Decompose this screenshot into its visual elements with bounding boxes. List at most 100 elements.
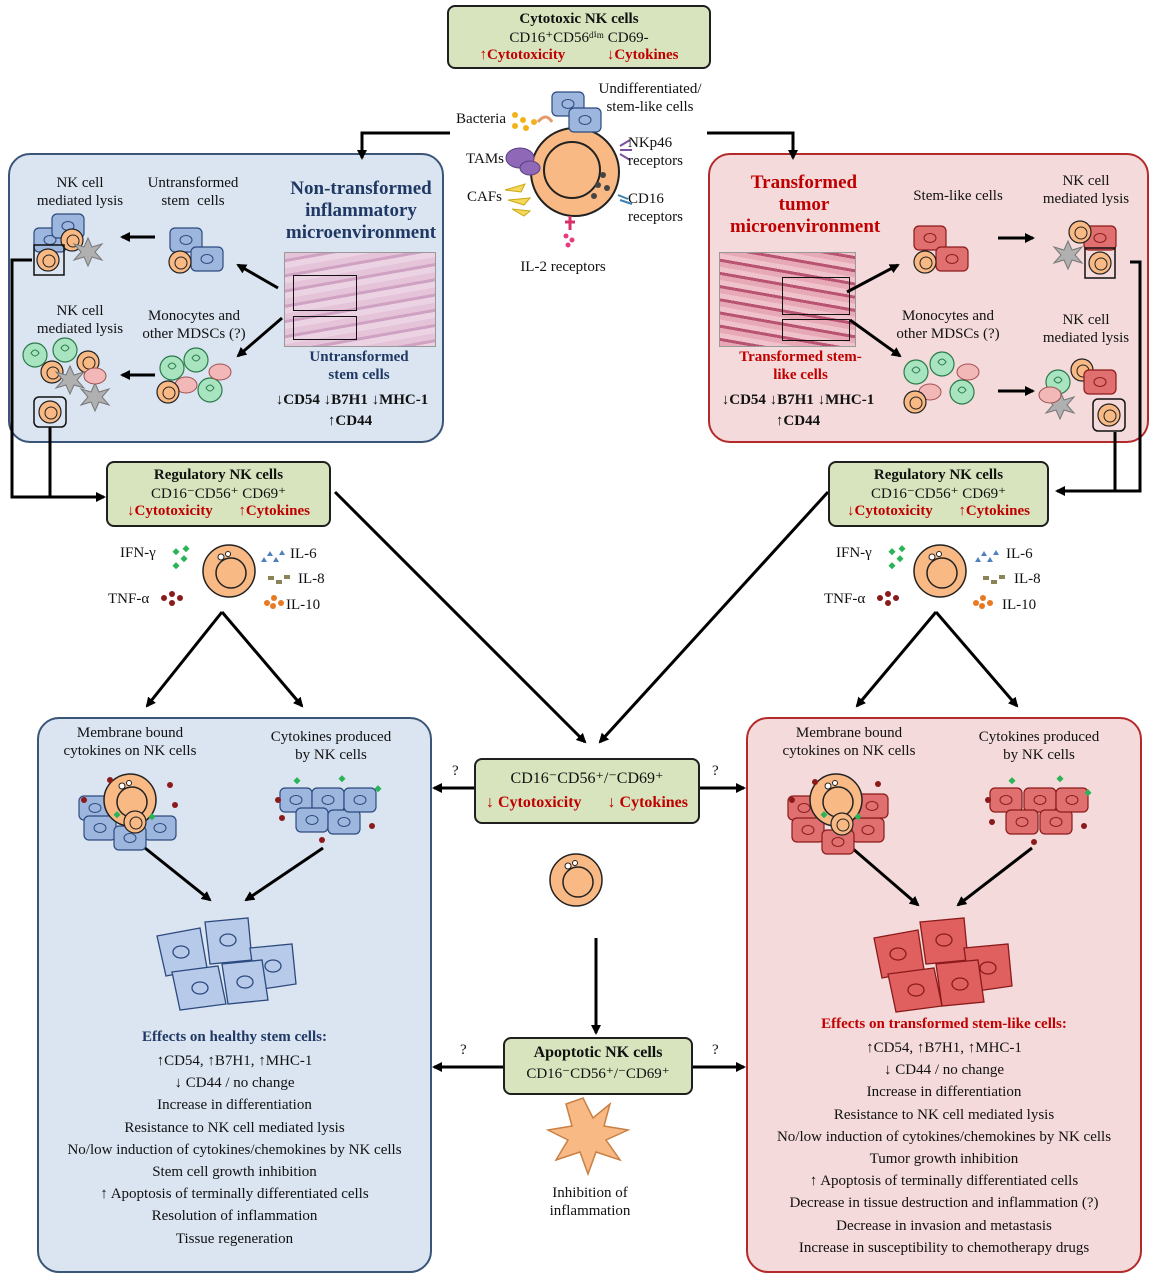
left-markers-line1: ↓CD54 ↓B7H1 ↓MHC-1 [275,392,429,408]
cafs-label: CAFs [466,189,502,205]
regulatory-left-markers: CD16⁻CD56⁺ CD69⁺ [150,486,286,502]
cytotoxic-nk-cell [530,127,633,248]
tam-icon [505,147,541,176]
left-effect-item: Stem cell growth inhibition [152,1164,317,1181]
cytotoxic-up-cytotoxicity: ↑Cytotoxicity [479,47,566,63]
left-effect-item: Resolution of inflammation [151,1208,318,1225]
question-mark-mid-left: ? [452,763,459,779]
caf-icon [504,183,532,217]
regulatory-nk-box-left: Regulatory NK cells CD16⁻CD56⁺ CD69⁺ ↓Cy… [106,461,331,527]
left-stem-cells-label: Untransformed stem cells [309,349,409,383]
right-markers-line1: ↓CD54 ↓B7H1 ↓MHC-1 [721,392,875,408]
right-effect-item: Resistance to NK cell mediated lysis [833,1106,1055,1123]
right-nk-lysis-top-label: NK cell mediated lysis [1042,173,1130,207]
cytotoxic-nk-box: Cytotoxic NK cells CD16⁺CD56ᵈⁱᵐ CD69- ↑C… [447,5,711,69]
left-nk-lysis-top-label: NK cell mediated lysis [36,175,124,209]
flow-arrows [10,131,1142,1072]
right-effect-item: Decrease in tissue destruction and infla… [789,1195,1099,1212]
bacteria-icon [512,112,554,131]
left-effects-list: ↑CD54, ↑B7H1, ↑MHC-1 ↓ CD44 / no change … [37,1050,432,1250]
right-monocytes-cells [903,351,980,414]
middle-nk-box: CD16⁻CD56⁺/⁻CD69⁺ ↓ Cytotoxicity ↓ Cytok… [474,758,700,824]
inhibition-label: Inhibition of inflammation [549,1185,631,1219]
right-differentiated-cells [873,917,1013,1013]
right-effect-item: No/low induction of cytokines/chemokines… [776,1128,1112,1145]
apoptotic-star-icon [545,1097,631,1177]
right-effect-item: Tumor growth inhibition [869,1151,1019,1168]
right-produced-label: Cytokines produced by NK cells [978,729,1100,763]
regulatory-right-title: Regulatory NK cells [873,467,1004,483]
middle-down-cytokines: ↓ Cytokines [607,794,688,811]
right-markers-line2: ↑CD44 [775,413,821,429]
regulatory-left-up-cytokines: ↑Cytokines [238,503,310,519]
right-monocytes-label: Monocytes and other MDSCs (?) [896,308,1000,342]
right-lysis-cells-bottom [1038,358,1126,432]
left-tnf-label: TNF-α [108,591,150,607]
right-produced-cytokine-cells [985,775,1092,845]
right-tnf-label: TNF-α [824,591,866,607]
left-markers-line2: ↑CD44 [327,413,373,429]
left-differentiated-cells [156,917,297,1011]
left-untransformed-stem-cells [168,227,224,274]
question-mark-low-left: ? [460,1042,467,1058]
regulatory-nk-box-right: Regulatory NK cells CD16⁻CD56⁺ CD69⁺ ↓Cy… [828,461,1049,527]
left-effect-item: ↑ Apoptosis of terminally differentiated… [100,1186,369,1203]
left-membrane-cytokine-cells [78,773,178,851]
right-effect-item: ↑ Apoptosis of terminally differentiated… [809,1173,1079,1190]
right-membrane-cytokine-cells [787,773,889,855]
il2-label: IL-2 receptors [520,259,606,275]
right-il10-label: IL-10 [1002,597,1037,613]
apoptotic-title: Apoptotic NK cells [533,1044,663,1061]
right-effects-title: Effects on transformed stem-like cells: [821,1016,1067,1032]
right-effect-item: Decrease in invasion and metastasis [836,1217,1052,1234]
left-lysis-cells-bottom [22,337,110,428]
left-effect-item: No/low induction of cytokines/chemokines… [67,1141,402,1158]
right-stem-like-cells [913,225,969,274]
left-il8-label: IL-8 [298,571,325,587]
cytotoxic-nk-markers: CD16⁺CD56ᵈⁱᵐ CD69- [509,30,649,46]
middle-nk-cell [549,853,603,907]
regulatory-right-markers: CD16⁻CD56⁺ CD69⁺ [870,486,1006,502]
right-membrane-label: Membrane bound cytokines on NK cells [782,725,916,759]
cytokine-dots-left [161,545,290,609]
bacteria-label: Bacteria [456,111,506,127]
regulatory-right-down-cytotoxicity: ↓Cytotoxicity [847,503,933,519]
left-effect-item: Resistance to NK cell mediated lysis [124,1119,345,1136]
apoptotic-nk-box: Apoptotic NK cells CD16⁻CD56⁺/⁻CD69⁺ [503,1037,693,1095]
middle-nk-markers: CD16⁻CD56⁺/⁻CD69⁺ [510,770,664,787]
right-stem-like-label: Stem-like cells [913,188,1003,204]
question-mark-low-right: ? [712,1042,719,1058]
left-produced-label: Cytokines produced by NK cells [270,729,392,763]
apoptotic-markers: CD16⁻CD56⁺/⁻CD69⁺ [526,1066,670,1082]
right-ifn-label: IFN-γ [836,545,872,561]
left-membrane-label: Membrane bound cytokines on NK cells [63,725,197,759]
regulatory-left-down-cytotoxicity: ↓Cytotoxicity [127,503,213,519]
left-ifn-label: IFN-γ [120,545,156,561]
right-il6-label: IL-6 [1006,546,1033,562]
left-monocytes-cells [156,347,232,404]
left-produced-cytokine-cells [275,775,382,843]
middle-down-cytotoxicity: ↓ Cytotoxicity [486,794,582,811]
left-env-title: Non-transformed inflammatory microenviro… [285,178,437,243]
regulatory-right-up-cytokines: ↑Cytokines [958,503,1030,519]
left-il6-label: IL-6 [290,546,317,562]
nkp46-label: NKp46 receptors [628,135,683,169]
right-effect-item: Increase in differentiation [866,1084,1022,1101]
right-effects-list: ↑CD54, ↑B7H1, ↑MHC-1 ↓ CD44 / no change … [746,1037,1142,1259]
left-effect-item: ↓ CD44 / no change [174,1075,295,1092]
histology-image-tumor [719,252,856,347]
tams-label: TAMs [466,151,504,167]
cytotoxic-nk-title: Cytotoxic NK cells [519,11,639,27]
left-nk-lysis-bottom-label: NK cell mediated lysis [36,303,124,337]
left-il10-label: IL-10 [286,597,321,613]
right-env-title: Transformed tumor microenvironment [730,172,881,237]
right-il8-label: IL-8 [1014,571,1041,587]
right-effect-item: ↓ CD44 / no change [884,1062,1004,1079]
right-stem-label: Transformed stem- like cells [739,349,862,383]
right-lysis-cells-top [1053,220,1117,279]
left-monocytes-label: Monocytes and other MDSCs (?) [142,308,246,342]
left-effect-item: Increase in differentiation [157,1097,312,1114]
undiff-label: Undifferentiated/ stem-like cells [598,81,702,115]
cytotoxic-down-cytokines: ↓Cytokines [606,47,679,63]
